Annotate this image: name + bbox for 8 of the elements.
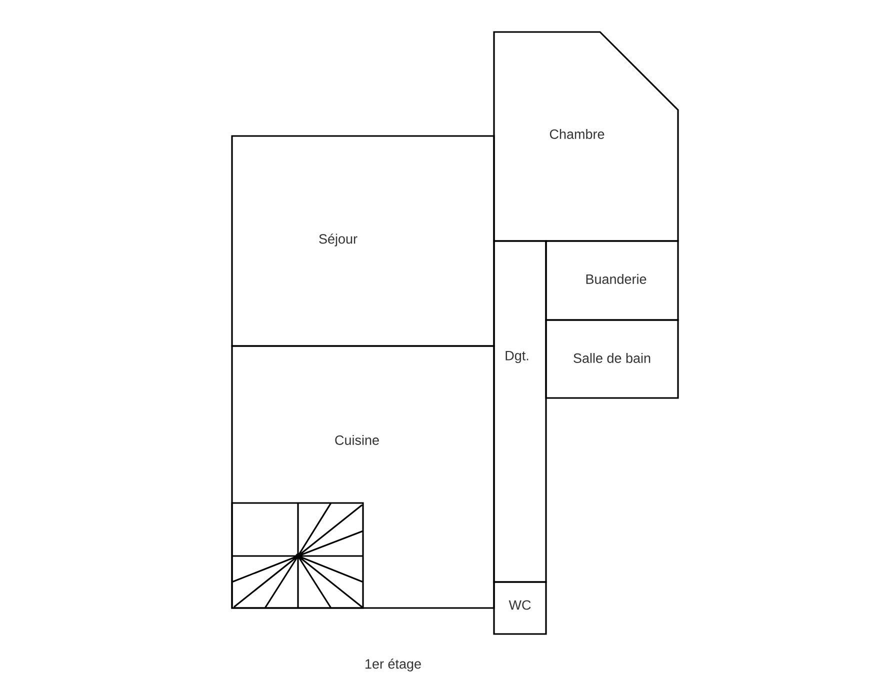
room: Cuisine <box>231 345 495 609</box>
room: WC <box>493 581 547 635</box>
room: Séjour <box>231 135 495 347</box>
room: Salle de bain <box>545 319 679 399</box>
room: Buanderie <box>545 240 679 321</box>
caption: 1er étage <box>366 658 421 672</box>
room: Chambre <box>493 31 679 242</box>
room: Dgt. <box>493 240 547 583</box>
